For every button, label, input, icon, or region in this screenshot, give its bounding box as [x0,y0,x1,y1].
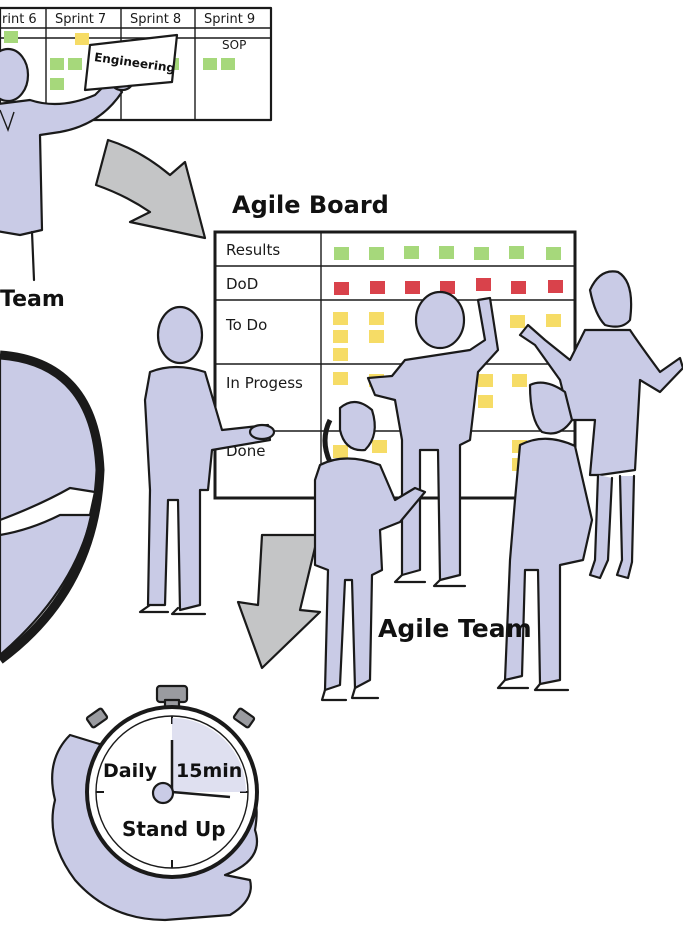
team-member-woman-pointing [313,400,427,702]
agile-board: Results DoD To Do In Progess Done [213,230,577,500]
board-note-yellow [372,440,387,453]
board-note-green [509,246,524,259]
board-row-todo: To Do [225,316,267,334]
board-note-red [511,281,526,294]
board-note-red [370,281,385,294]
board-note-green [334,247,349,260]
sprint-column-8: Sprint 8 [130,12,181,27]
sprint-column-6: rint 6 [2,12,37,27]
flow-arrow-down-left [236,533,322,670]
sprint-note [75,33,89,45]
board-row-in-progress: In Progess [226,374,303,392]
board-note-green [439,246,454,259]
team-member-watching [496,381,594,692]
sprint-note [68,58,82,70]
board-row-dod: DoD [226,275,258,293]
board-note-yellow [333,348,348,361]
agile-board-title: Agile Board [232,191,389,219]
board-note-red [548,280,563,293]
globe-illustration [0,350,105,664]
flow-arrow-down-right [94,138,207,240]
board-note-red [405,281,420,294]
team-member-woman-gesturing [518,270,683,580]
left-team-label: Team [0,287,65,312]
team-member-writing [366,290,500,588]
sprint-note [203,58,217,70]
board-note-green [474,247,489,260]
sprint-board: rint 6 Sprint 7 Sprint 8 Sprint 9 SOP [0,6,273,122]
sprint-note [50,58,64,70]
board-note-yellow [369,330,384,343]
stopwatch-pivot [151,781,175,805]
team-member-presenting [138,305,276,616]
board-note-yellow [333,330,348,343]
stopwatch-minutes-label: 15min [176,760,242,782]
engineering-sign: Engineering [83,33,179,92]
stopwatch-button-left [85,707,109,729]
board-row-results: Results [226,241,280,259]
board-note-yellow [546,314,561,327]
board-note-red [334,282,349,295]
board-note-yellow [510,315,525,328]
board-note-red [476,278,491,291]
board-note-green [369,247,384,260]
board-note-yellow [512,374,527,387]
sprint-column-7: Sprint 7 [55,12,106,27]
sprint-column-9: Sprint 9 [204,12,255,27]
stopwatch-standup-label: Stand Up [122,817,226,841]
board-note-yellow [333,372,348,385]
stopwatch-illustration: Daily 15min Stand Up [51,684,259,922]
sprint-note [50,78,64,90]
stopwatch-hand-second [171,790,231,799]
board-note-green [404,246,419,259]
board-note-yellow [333,312,348,325]
board-note-yellow [369,312,384,325]
agile-team-label: Agile Team [378,614,532,643]
board-note-yellow [478,395,493,408]
sprint-note [4,31,18,43]
board-note-yellow [333,445,348,458]
board-note-red [440,281,455,294]
stopwatch-daily-label: Daily [103,760,158,782]
board-note-yellow [478,374,493,387]
sprint-note [221,58,235,70]
stopwatch-button-right [232,707,256,729]
sop-label: SOP [222,38,246,52]
board-note-green [546,247,561,260]
